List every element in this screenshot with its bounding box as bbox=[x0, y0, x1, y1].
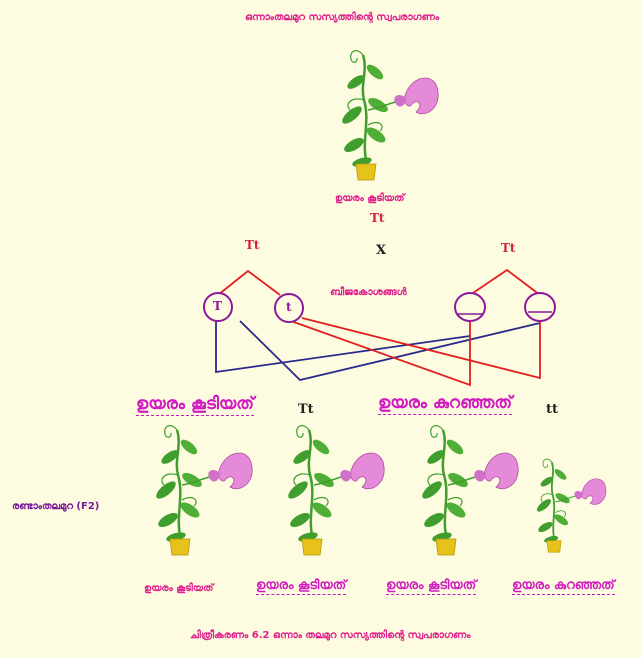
tall-phenotype-label: ഉയരം കൂടിയത് bbox=[136, 394, 254, 416]
tall-phenotype-text: ഉയരം കൂടിയത് bbox=[136, 394, 254, 416]
cross-line-t-to-right-2 bbox=[301, 317, 541, 380]
cross-symbol: X bbox=[376, 243, 387, 258]
cross-line-T-to-right-2 bbox=[239, 320, 541, 381]
offspring-4-text: ഉയരം കുറഞ്ഞത് bbox=[512, 578, 615, 595]
cross-line-t-to-right bbox=[290, 320, 471, 387]
offspring-3-label: ഉയരം കൂടിയത് bbox=[386, 578, 477, 595]
gamete-t-circle bbox=[274, 293, 304, 323]
short-genotype: tt bbox=[546, 402, 559, 417]
right-parent-genotype: Tt bbox=[501, 241, 516, 255]
offspring-3-text: ഉയരം കൂടിയത് bbox=[386, 578, 477, 595]
offspring-1-label: ഉയരം കൂടിയത് bbox=[144, 583, 214, 594]
left-parent-branch bbox=[217, 269, 281, 296]
gamete-t-label: t bbox=[286, 300, 292, 314]
offspring-2-label: ഉയരം കൂടിയത് bbox=[256, 578, 347, 595]
offspring-plant-3 bbox=[418, 424, 520, 557]
gamete-T-label: T bbox=[213, 299, 222, 313]
gametes-label: ബീജകോശങ്ങൾ bbox=[330, 287, 407, 298]
parent-plant bbox=[338, 49, 440, 182]
left-parent-genotype: Tt bbox=[245, 238, 260, 252]
cross-line-T-to-right bbox=[215, 321, 471, 374]
gamete-T-circle bbox=[203, 292, 233, 322]
offspring-4-label: ഉയരം കുറഞ്ഞത് bbox=[512, 578, 615, 595]
figure-caption: ചിത്രീകരണം 6.2 ഒന്നാം തലമുറ സസ്യത്തിന്റെ… bbox=[190, 630, 471, 641]
gamete-right-2-circle bbox=[524, 292, 556, 322]
page-title: ഒന്നാംതലമുറ സസ്യത്തിന്റെ സ്വപരാഗണം bbox=[245, 12, 440, 23]
offspring-plant-2 bbox=[284, 424, 386, 557]
short-phenotype-text: ഉയരം കുറഞ്ഞത് bbox=[378, 393, 513, 415]
gamete-right-1-circle bbox=[454, 292, 486, 322]
offspring-plant-1 bbox=[152, 424, 254, 557]
right-parent-branch bbox=[469, 268, 541, 296]
parent-phenotype-label: ഉയരം കൂടിയത് bbox=[335, 193, 405, 204]
parent-genotype: Tt bbox=[370, 211, 385, 225]
f2-generation-label: രണ്ടാംതലമുറ (F2) bbox=[12, 501, 100, 512]
short-phenotype-label: ഉയരം കുറഞ്ഞത് bbox=[378, 393, 513, 415]
offspring-plant-4-short bbox=[534, 458, 607, 554]
tall-genotype: Tt bbox=[298, 402, 314, 417]
offspring-2-text: ഉയരം കൂടിയത് bbox=[256, 578, 347, 595]
